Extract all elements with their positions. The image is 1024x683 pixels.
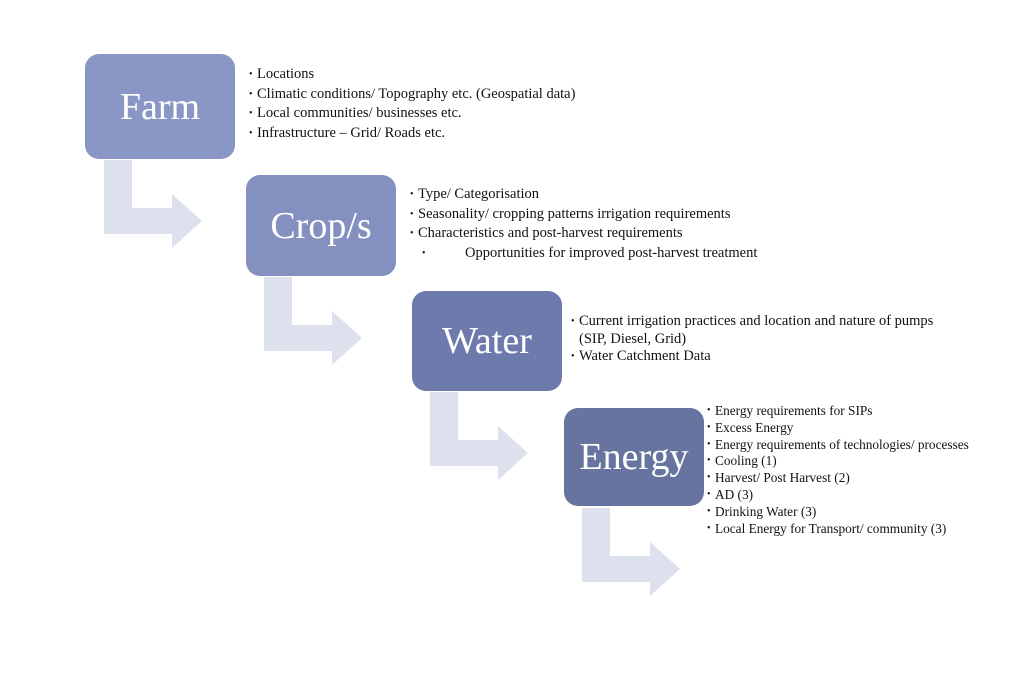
list-item: Drinking Water (3) xyxy=(707,504,997,521)
arrow-crops-to-water xyxy=(264,277,362,365)
list-item: Energy requirements for SIPs xyxy=(707,403,997,420)
list-item: Opportunities for improved post-harvest … xyxy=(410,244,757,264)
list-item: Current irrigation practices and locatio… xyxy=(571,313,951,348)
stage-energy-label: Energy xyxy=(579,436,689,478)
list-item: Climatic conditions/ Topography etc. (Ge… xyxy=(249,85,575,105)
list-item: Harvest/ Post Harvest (2) xyxy=(707,470,997,487)
stage-water-box: Water xyxy=(412,291,562,391)
arrow-water-to-energy xyxy=(430,392,528,480)
list-item: Local communities/ businesses etc. xyxy=(249,104,575,124)
list-item: Water Catchment Data xyxy=(571,348,951,366)
stage-crops-box: Crop/s xyxy=(246,175,396,276)
list-item: Type/ Categorisation xyxy=(410,185,757,205)
list-item: AD (3) xyxy=(707,487,997,504)
list-item: Excess Energy xyxy=(707,420,997,437)
farm-details: Locations Climatic conditions/ Topograph… xyxy=(249,65,575,143)
arrow-energy-out xyxy=(582,508,680,596)
stage-farm-box: Farm xyxy=(85,54,235,159)
stage-water-label: Water xyxy=(442,320,532,362)
list-item: Locations xyxy=(249,65,575,85)
list-item: Characteristics and post-harvest require… xyxy=(410,224,757,244)
energy-details: Energy requirements for SIPs Excess Ener… xyxy=(707,403,997,537)
stage-crops-label: Crop/s xyxy=(270,204,372,247)
list-item: Cooling (1) xyxy=(707,453,997,470)
stage-energy-box: Energy xyxy=(564,408,704,506)
crops-details: Type/ Categorisation Seasonality/ croppi… xyxy=(410,185,757,263)
arrow-farm-to-crops xyxy=(104,160,202,248)
list-item: Seasonality/ cropping patterns irrigatio… xyxy=(410,205,757,225)
stage-farm-label: Farm xyxy=(119,85,201,128)
water-details: Current irrigation practices and locatio… xyxy=(571,313,951,366)
list-item: Local Energy for Transport/ community (3… xyxy=(707,521,997,538)
list-item: Energy requirements of technologies/ pro… xyxy=(707,437,997,454)
list-item: Infrastructure – Grid/ Roads etc. xyxy=(249,124,575,144)
